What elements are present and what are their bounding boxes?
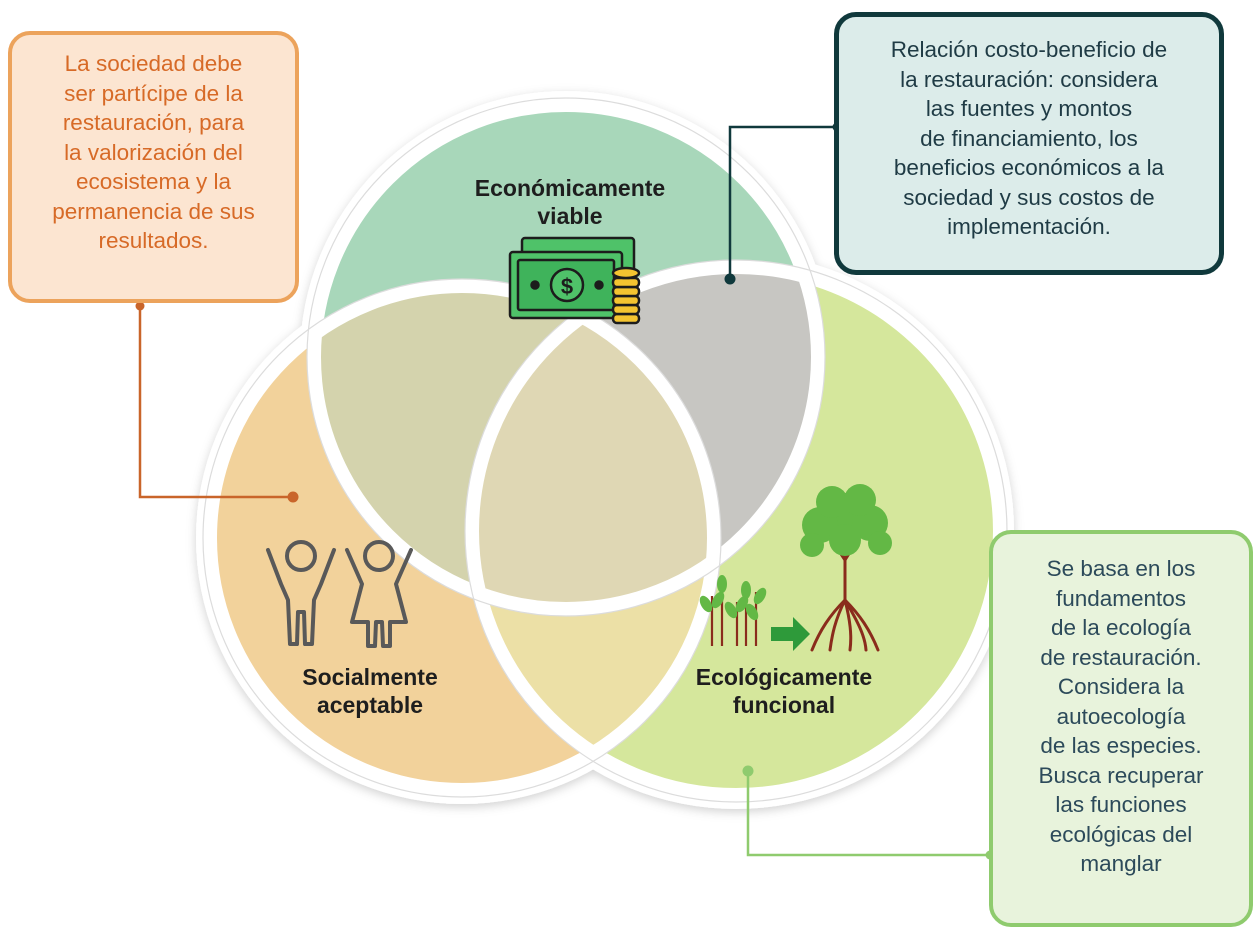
- social-title-line2: aceptable: [317, 692, 423, 718]
- callout-economic-line: la restauración: considera: [900, 66, 1158, 92]
- callout-ecological: Se basa en los fundamentos de la ecología d…: [989, 530, 1253, 927]
- overlap-center: [472, 286, 714, 609]
- ecological-title-line2: funcional: [733, 692, 835, 718]
- callout-ecological-line: Busca recuperar: [1038, 762, 1204, 788]
- callout-economic-line: implementación.: [947, 214, 1111, 239]
- callout-social: La sociedad debe ser partícipe de la resta…: [8, 31, 299, 303]
- ecological-title-line1: Ecológicamente: [696, 664, 872, 690]
- svg-text:$: $: [561, 274, 573, 299]
- callout-social-line: ecosistema y la: [75, 169, 232, 194]
- callout-ecological-line: fundamentos: [1055, 585, 1187, 611]
- callout-economic: Relación costo-beneficio de la restauraci…: [834, 12, 1224, 275]
- money-icon: $: [508, 236, 641, 325]
- callout-ecological-line: Se basa en los: [1046, 556, 1196, 581]
- callout-ecological-line: manglar: [1080, 851, 1162, 876]
- callout-social-line: resultados.: [98, 228, 209, 253]
- callout-social-line: La sociedad debe: [64, 51, 243, 76]
- callout-ecological-line: de restauración.: [1040, 644, 1202, 670]
- callout-social-line: ser partícipe de la: [64, 80, 243, 106]
- callout-social-line: restauración, para: [62, 110, 245, 135]
- callout-economic-line: de financiamiento, los: [920, 125, 1138, 151]
- callout-economic-line: sociedad y sus costos de: [903, 184, 1155, 210]
- callout-economic-line: Relación costo-beneficio de: [890, 37, 1168, 62]
- economic-title-line1: Económicamente: [475, 175, 665, 201]
- connector-social: [135, 301, 299, 503]
- callout-ecological-line: de las especies.: [1040, 733, 1202, 758]
- callout-ecological-line: ecológicas del: [1049, 821, 1193, 847]
- callout-economic-line: las fuentes y montos: [925, 96, 1133, 121]
- callout-ecological-line: las funciones: [1055, 792, 1187, 817]
- callout-social-line: la valorización del: [64, 139, 243, 165]
- social-title-line1: Socialmente: [302, 664, 438, 690]
- economic-title-line2: viable: [537, 203, 602, 229]
- callout-economic-line: beneficios económicos a la: [893, 155, 1165, 180]
- callout-ecological-line: de la ecología: [1050, 615, 1192, 640]
- mangrove-growth-icon: [699, 484, 892, 652]
- callout-ecological-line: autoecología: [1056, 703, 1186, 729]
- children-icon: [266, 540, 413, 648]
- callout-ecological-line: Considera la: [1057, 674, 1185, 699]
- callout-social-line: permanencia de sus: [52, 198, 255, 224]
- circle-rings: [203, 98, 1007, 802]
- circle-ring-edges: [202, 97, 1008, 803]
